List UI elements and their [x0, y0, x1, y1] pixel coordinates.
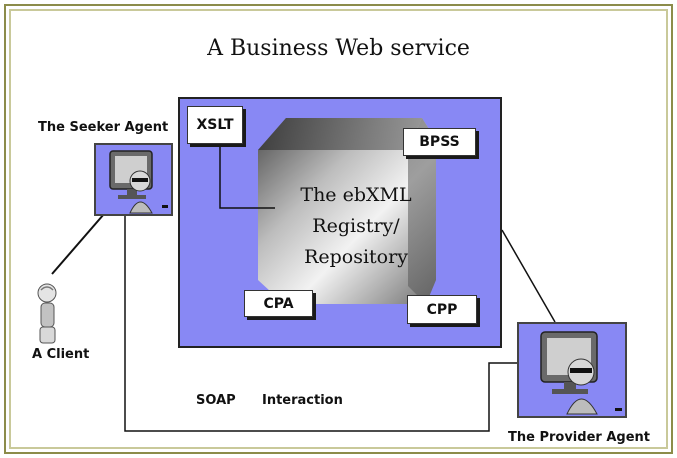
xslt-tag: XSLT [187, 106, 243, 144]
registry-line-2: Registry/ [312, 215, 400, 237]
seeker-agent-label: The Seeker Agent [38, 120, 169, 135]
xslt-connector [219, 144, 275, 209]
provider-computer-user-icon [540, 331, 622, 415]
registry-label: The ebXML Registry/ Repository [270, 180, 442, 273]
client-person-icon [37, 283, 57, 344]
provider-agent-label: The Provider Agent [508, 430, 650, 445]
client-link [51, 213, 105, 275]
client-label: A Client [32, 347, 90, 362]
diagram-title: A Business Web service [207, 36, 470, 61]
seeker-computer-user-icon [109, 150, 168, 214]
provider-agent-box [517, 322, 627, 418]
cpp-tag: CPP [407, 295, 477, 324]
cpa-tag: CPA [244, 290, 313, 317]
outer-frame [4, 4, 673, 454]
interaction-label: Interaction [262, 393, 343, 408]
soap-route [124, 214, 517, 432]
bpss-tag: BPSS [403, 128, 476, 156]
registry-line-1: The ebXML [300, 184, 412, 206]
inner-frame [9, 9, 668, 449]
registry-line-3: Repository [304, 246, 408, 268]
provider-link [501, 229, 556, 323]
seeker-agent-box [94, 143, 173, 216]
registry-cube [258, 118, 436, 304]
soap-label: SOAP [196, 393, 236, 408]
